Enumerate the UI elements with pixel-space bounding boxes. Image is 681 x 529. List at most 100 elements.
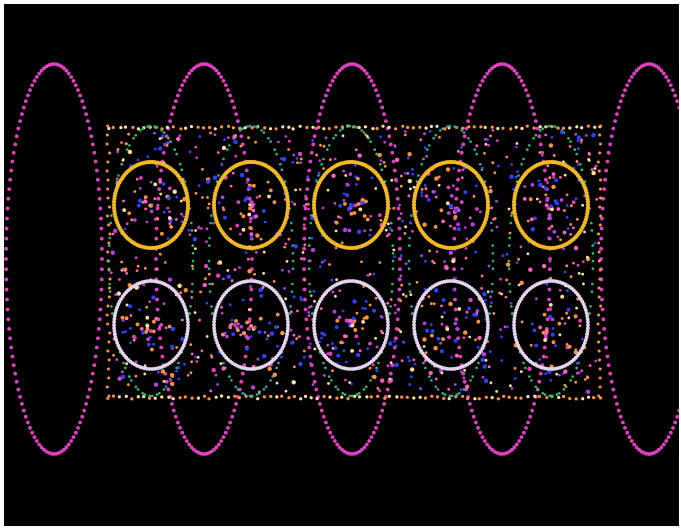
box-edge-dot [106,305,109,308]
box-edge-dot [112,126,115,129]
outer-ring-dot [222,79,226,83]
green-ring-dot [391,283,394,286]
box-edge-dot [587,125,590,128]
box-edge-dot [299,397,302,400]
outer-ring-dot [483,75,487,79]
particle-dot [191,265,194,268]
particle-dot [276,382,279,385]
particle-dot [144,200,148,204]
outer-ring-dot [669,431,673,435]
particle-dot [146,327,150,331]
green-ring-dot [381,168,384,171]
particle-dot [433,302,436,305]
particle-dot [578,371,581,374]
particle-dot [262,272,265,275]
outer-ring-dot [398,247,402,251]
outer-ring-dot [453,227,457,231]
particle-dot [516,142,519,145]
particle-dot [168,277,172,281]
particle-dot [258,391,261,394]
outer-ring-dot [673,421,677,425]
box-edge-dot [328,127,331,130]
particle-dot [356,312,359,315]
particle-dot [296,161,299,164]
particle-dot [139,176,143,180]
particle-dot [179,291,182,294]
particle-dot [372,364,375,367]
outer-ring-dot [396,317,400,321]
box-edge-dot [406,396,409,399]
green-ring-dot [428,144,431,147]
green-ring-dot [471,375,474,378]
particle-dot [482,292,486,296]
outer-ring-dot [28,426,32,430]
particle-dot [424,184,427,187]
outer-ring-dot [82,409,86,413]
outer-ring-dot [599,237,603,241]
green-ring-dot [190,222,193,225]
box-edge-dot [172,397,175,400]
particle-dot [285,390,288,393]
green-ring-dot [456,126,459,129]
box-edge-dot [419,396,422,399]
particle-dot [361,307,364,310]
outer-ring-dot [234,112,238,116]
particle-dot [195,192,198,195]
particle-dot [404,134,407,137]
particle-dot [465,385,469,389]
particle-dot [477,336,481,340]
particle-dot [323,259,326,262]
outer-ring-dot [398,237,402,241]
particle-dot [551,185,555,189]
particle-dot [490,206,493,209]
outer-ring-dot [94,355,98,359]
outer-ring-dot [457,169,461,173]
particle-dot [163,380,166,383]
particle-dot [138,199,142,203]
particle-dot [153,132,156,135]
particle-dot [126,222,129,225]
particle-dot [441,323,444,326]
green-ring-dot [532,137,535,140]
green-ring-dot [556,393,559,396]
box-edge-dot [599,188,602,191]
particle-dot [299,188,302,191]
particle-dot [516,170,519,173]
particle-dot [285,135,288,138]
particle-dot [248,308,251,311]
green-ring-dot [422,158,425,161]
box-edge-dot [425,127,428,130]
particle-dot [215,374,218,377]
particle-dot [234,155,237,158]
box-edge-dot [497,397,500,400]
outer-ring-dot [544,178,548,182]
particle-dot [322,333,326,337]
particle-dot [138,308,141,311]
outer-ring-dot [472,415,476,419]
particle-dot [447,335,451,339]
green-ring-dot [110,214,113,217]
particle-dot [298,152,302,156]
particle-dot [328,352,332,356]
outer-ring-dot [98,197,102,201]
box-edge-dot [515,126,518,129]
particle-dot [112,354,115,357]
particle-dot [350,349,354,353]
particle-dot [328,263,331,266]
particle-dot [404,172,407,175]
green-ring-dot [132,137,135,140]
particle-dot [330,279,333,282]
outer-ring-dot [178,426,182,430]
outer-ring-dot [155,298,159,302]
box-edge-dot [381,125,384,128]
particle-dot [447,211,451,215]
particle-dot [566,193,569,196]
particle-dot [552,340,556,344]
particle-dot [284,242,287,245]
outer-ring-dot [393,169,397,173]
box-edge-dot [317,126,320,129]
particle-dot [489,135,492,138]
outer-ring-dot [100,288,104,292]
green-ring-dot [451,395,454,398]
green-ring-dot [592,267,595,270]
